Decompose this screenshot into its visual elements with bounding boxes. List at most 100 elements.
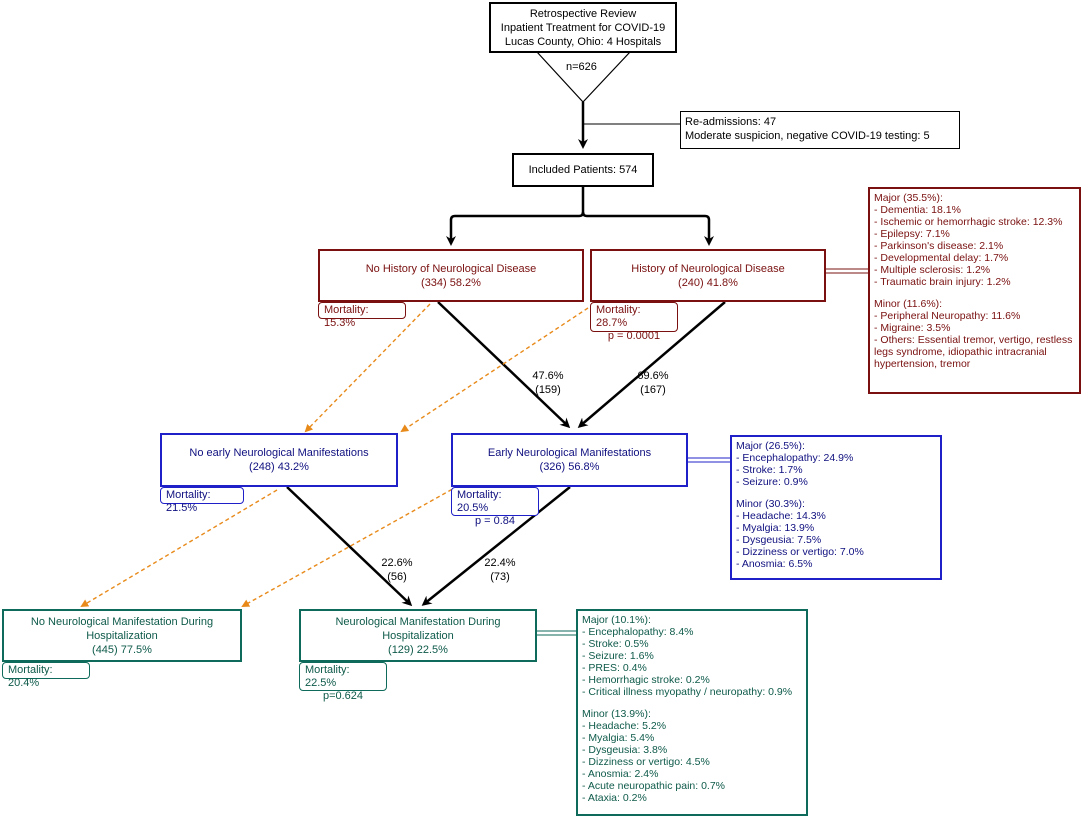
during-detail-headache: - Headache: 5.2% xyxy=(582,720,667,732)
pct-nohist-early-count: (159) xyxy=(535,384,561,396)
history-detail-parkinsons: - Parkinson's disease: 2.1% xyxy=(874,240,1004,252)
history-detail-stroke: - Ischemic or hemorrhagic stroke: 12.3% xyxy=(874,216,1063,228)
arrow-hist-to-early xyxy=(577,301,726,428)
history-detail-others: - Others: Essential tremor, vertigo, res… xyxy=(874,334,1073,346)
history-box: History of Neurological Disease (240) 41… xyxy=(590,249,826,302)
during-mortality: Mortality: 22.5% p=0.624 xyxy=(299,662,387,702)
early-box: Early Neurological Manifestations (326) … xyxy=(451,433,688,487)
pct-hist-early: 69.6% (167) xyxy=(623,369,683,397)
during-detail-minor: Minor (13.9%): xyxy=(582,708,651,720)
top-line-3: Lucas County, Ohio: 4 Hospitals xyxy=(504,35,662,48)
history-detail-major: Major (35.5%): xyxy=(874,192,943,204)
early-count: (326) 56.8% xyxy=(539,461,600,473)
during-detail-myalgia: - Myalgia: 5.4% xyxy=(582,732,655,744)
early-detail-anosmia: - Anosmia: 6.5% xyxy=(736,558,813,570)
dashed-nohist-to-noearly xyxy=(304,303,431,433)
n-label: n=626 xyxy=(566,61,597,73)
history-details-box: Major (35.5%): - Dementia: 18.1% - Ische… xyxy=(868,187,1081,394)
during-box: Neurological Manifestation During Hospit… xyxy=(299,609,537,662)
during-count: (129) 22.5% xyxy=(388,643,448,656)
no-history-count: (334) 58.2% xyxy=(421,276,481,289)
early-p-value: p = 0.84 xyxy=(474,515,516,527)
arrow-noearly-to-during xyxy=(286,486,413,607)
no-history-title: No History of Neurological Disease xyxy=(365,262,537,275)
no-during-count: (445) 77.5% xyxy=(92,643,152,656)
history-detail-others-2: legs syndrome, idiopathic intracranial xyxy=(874,346,1047,358)
no-during-box: No Neurological Manifestation During Hos… xyxy=(2,609,242,662)
history-detail-developmental: - Developmental delay: 1.7% xyxy=(874,252,1009,264)
history-mortality-text: Mortality: 28.7% xyxy=(596,304,641,329)
no-history-mortality: Mortality: 15.3% xyxy=(318,302,406,329)
no-history-box: No History of Neurological Disease (334)… xyxy=(318,249,584,302)
retrospective-review-box: Retrospective Review Inpatient Treatment… xyxy=(489,2,677,53)
top-line-1: Retrospective Review xyxy=(529,7,637,20)
early-detail-seizure: - Seizure: 0.9% xyxy=(736,476,808,488)
no-during-mortality: Mortality: 20.4% xyxy=(2,662,90,689)
dashed-hist-to-noearly xyxy=(400,307,589,433)
during-details-box: Major (10.1%): - Encephalopathy: 8.4% - … xyxy=(576,609,808,816)
pct-early-during-value: 22.4% xyxy=(484,557,516,569)
pct-early-during-count: (73) xyxy=(490,571,510,583)
early-detail-myalgia: - Myalgia: 13.9% xyxy=(736,522,815,534)
no-early-mortality-text: Mortality: 21.5% xyxy=(166,489,211,514)
top-line-2: Inpatient Treatment for COVID-19 xyxy=(500,21,666,34)
history-detail-minor: Minor (11.6%): xyxy=(874,298,943,310)
history-detail-dementia: - Dementia: 18.1% xyxy=(874,204,961,216)
history-title: History of Neurological Disease xyxy=(631,262,785,275)
arrow-early-to-during xyxy=(421,486,571,606)
during-detail-seizure: - Seizure: 1.6% xyxy=(582,650,654,662)
early-mortality-text: Mortality: 20.5% xyxy=(457,489,502,514)
during-detail-pres: - PRES: 0.4% xyxy=(582,662,647,674)
history-detail-others-3: hypertension, tremor xyxy=(874,358,971,370)
early-detail-minor: Minor (30.3%): xyxy=(736,498,805,510)
early-detail-headache: - Headache: 14.3% xyxy=(736,510,826,522)
pct-nohist-early: 47.6% (159) xyxy=(518,369,578,397)
history-detail-migraine: - Migraine: 3.5% xyxy=(874,322,951,334)
exclusion-box: Re-admissions: 47 Moderate suspicion, ne… xyxy=(680,111,960,149)
history-count: (240) 41.8% xyxy=(678,276,738,289)
early-detail-major: Major (26.5%): xyxy=(736,440,805,452)
history-p-value: p = 0.0001 xyxy=(607,330,661,342)
during-detail-anosmia: - Anosmia: 2.4% xyxy=(582,768,659,780)
no-history-mortality-text: Mortality: 15.3% xyxy=(324,304,369,329)
exclusion-readmissions: Re-admissions: 47 xyxy=(685,116,777,128)
no-early-box: No early Neurological Manifestations (24… xyxy=(160,433,398,487)
during-detail-dizziness: - Dizziness or vertigo: 4.5% xyxy=(582,756,710,768)
no-during-title: No Neurological Manifestation During Hos… xyxy=(30,615,214,642)
early-detail-dysgeusia: - Dysgeusia: 7.5% xyxy=(736,534,822,546)
pct-noearly-during-count: (56) xyxy=(387,571,407,583)
during-detail-major: Major (10.1%): xyxy=(582,614,651,626)
pct-hist-early-count: (167) xyxy=(640,384,666,396)
pct-noearly-during-value: 22.6% xyxy=(381,557,413,569)
during-detail-neuropathic-pain: - Acute neuropathic pain: 0.7% xyxy=(582,780,726,792)
during-detail-encephalopathy: - Encephalopathy: 8.4% xyxy=(582,626,694,638)
early-detail-dizziness: - Dizziness or vertigo: 7.0% xyxy=(736,546,864,558)
during-detail-critical-illness: - Critical illness myopathy / neuropathy… xyxy=(582,686,793,698)
history-detail-tbi: - Traumatic brain injury: 1.2% xyxy=(874,276,1011,288)
pct-nohist-early-value: 47.6% xyxy=(532,370,564,382)
exclusion-negative-testing: Moderate suspicion, negative COVID-19 te… xyxy=(685,130,930,142)
during-detail-hemorrhagic: - Hemorrhagic stroke: 0.2% xyxy=(582,674,710,686)
during-mortality-text: Mortality: 22.5% xyxy=(305,664,350,689)
history-detail-epilepsy: - Epilepsy: 7.1% xyxy=(874,228,950,240)
during-detail-stroke: - Stroke: 0.5% xyxy=(582,638,649,650)
no-early-title: No early Neurological Manifestations xyxy=(189,447,369,459)
included-patients-label: Included Patients: 574 xyxy=(528,164,638,176)
split-to-no-history xyxy=(446,185,585,246)
early-title: Early Neurological Manifestations xyxy=(487,447,652,459)
during-detail-dysgeusia: - Dysgeusia: 3.8% xyxy=(582,744,668,756)
history-mortality: Mortality: 28.7% p = 0.0001 xyxy=(590,302,678,342)
no-early-count: (248) 43.2% xyxy=(249,461,309,473)
during-title: Neurological Manifestation During Hospit… xyxy=(335,615,501,642)
history-detail-neuropathy: - Peripheral Neuropathy: 11.6% xyxy=(874,310,1021,322)
dashed-noearly-to-nodur xyxy=(80,489,278,608)
early-detail-encephalopathy: - Encephalopathy: 24.9% xyxy=(736,452,854,464)
during-p-value: p=0.624 xyxy=(322,690,364,702)
pct-hist-early-value: 69.6% xyxy=(637,370,669,382)
split-to-history xyxy=(581,211,714,246)
no-during-mortality-text: Mortality: 20.4% xyxy=(8,664,53,689)
during-detail-ataxia: - Ataxia: 0.2% xyxy=(582,792,647,804)
no-early-mortality: Mortality: 21.5% xyxy=(160,487,244,514)
included-patients-box: Included Patients: 574 xyxy=(512,153,654,187)
